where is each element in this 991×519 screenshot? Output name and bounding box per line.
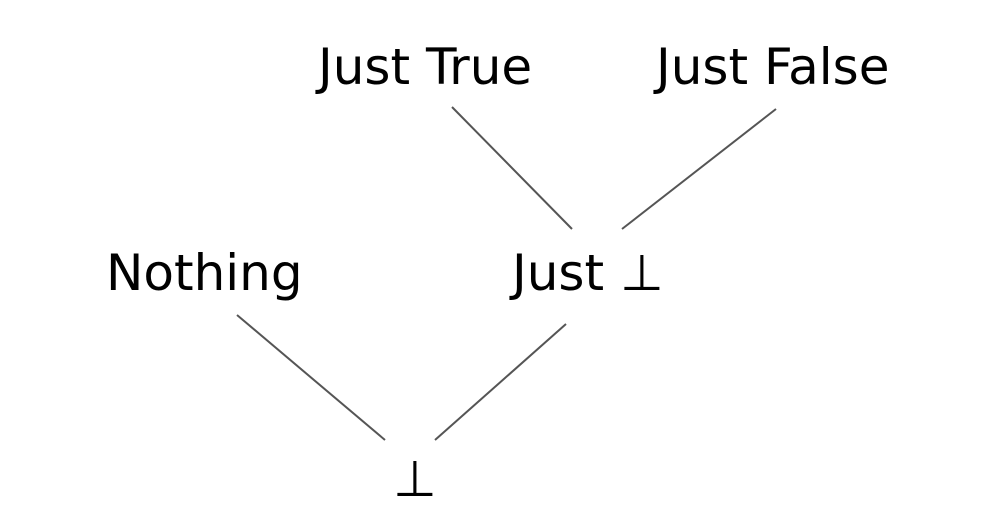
edge-just-true-to-just-bottom (451, 106, 573, 230)
edge-nothing-to-bottom (236, 314, 386, 441)
edge-just-bottom-to-bottom (434, 323, 567, 441)
node-bottom: ⊥ (393, 450, 437, 508)
edge-just-false-to-just-bottom (621, 108, 777, 230)
node-just-false: Just False (653, 38, 890, 96)
node-just-bottom: Just ⊥ (509, 244, 664, 302)
node-nothing: Nothing (106, 244, 303, 302)
node-just-true: Just True (315, 38, 532, 96)
